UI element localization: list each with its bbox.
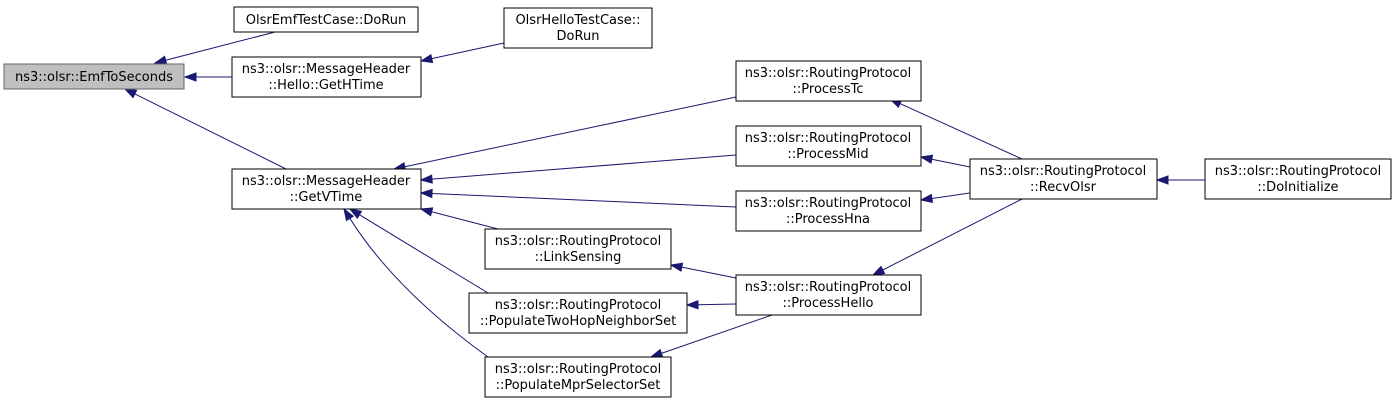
edge-line — [882, 198, 1023, 271]
edge-process-hello-to-populate-two-hop — [685, 300, 737, 310]
node-label-line-2: ::PopulateMprSelectorSet — [496, 378, 661, 393]
node-label: ns3::olsr::EmfToSeconds — [15, 70, 173, 85]
edge-populate-two-hop-to-get-vtime — [348, 208, 489, 294]
node-label-line-2: ::ProcessHna — [786, 212, 870, 227]
node-label-line-1: ns3::olsr::RoutingProtocol — [495, 362, 662, 377]
arrowhead — [419, 174, 433, 184]
edge-recv-olsr-to-process-mid — [919, 154, 971, 168]
edge-process-hello-to-link-sensing — [669, 262, 737, 279]
node-label: OlsrEmfTestCase::DoRun — [246, 13, 406, 28]
node-process-tc[interactable]: ns3::olsr::RoutingProtocol ::ProcessTc — [735, 60, 922, 102]
edge-get-vtime-to-emf-to-seconds — [123, 88, 287, 170]
node-do-initialize[interactable]: ns3::olsr::RoutingProtocol ::DoInitializ… — [1204, 158, 1392, 200]
edge-process-hna-to-get-vtime — [419, 188, 737, 208]
node-label-line-1: ns3::olsr::MessageHeader — [242, 62, 411, 77]
edge-line — [661, 314, 773, 354]
arrowhead — [348, 208, 363, 220]
arrowhead — [919, 154, 934, 164]
node-label-line-2: ::GetVTime — [290, 190, 363, 205]
node-label-line-2: ::ProcessHello — [782, 296, 873, 311]
node-label-line-2: DoRun — [557, 29, 600, 44]
node-label-line-2: ::DoInitialize — [1257, 180, 1338, 195]
edge-line — [931, 192, 971, 199]
node-process-hello[interactable]: ns3::olsr::RoutingProtocol ::ProcessHell… — [735, 274, 922, 316]
edge-process-hello-to-populate-mpr-selector — [649, 314, 773, 358]
node-olsr-hello-test-case-dorun[interactable]: OlsrHelloTestCase:: DoRun — [503, 7, 653, 49]
arrowhead — [419, 207, 434, 217]
node-label-line-1: ns3::olsr::RoutingProtocol — [745, 66, 912, 81]
node-label-line-1: ns3::olsr::RoutingProtocol — [495, 298, 662, 313]
edge-line — [165, 31, 276, 61]
edge-line — [431, 154, 737, 180]
node-label-line-1: ns3::olsr::RoutingProtocol — [745, 131, 912, 146]
edge-process-mid-to-get-vtime — [419, 154, 737, 184]
node-label-line-1: ns3::olsr::RoutingProtocol — [495, 234, 662, 249]
edge-line — [349, 218, 489, 358]
node-label-line-2: ::LinkSensing — [535, 250, 622, 265]
edge-olsr-hello-test-case-dorun-to-hello-get-htime — [419, 42, 505, 64]
node-olsr-emf-test-case-dorun[interactable]: OlsrEmfTestCase::DoRun — [233, 6, 419, 33]
node-label-line-1: ns3::olsr::RoutingProtocol — [745, 280, 912, 295]
node-recv-olsr[interactable]: ns3::olsr::RoutingProtocol ::RecvOlsr — [969, 158, 1158, 200]
node-label-line-2: ::RecvOlsr — [1030, 180, 1097, 195]
node-label-line-2: ::ProcessTc — [793, 82, 864, 97]
node-link-sensing[interactable]: ns3::olsr::RoutingProtocol ::LinkSensing — [484, 228, 672, 270]
arrowhead — [343, 207, 355, 222]
node-process-hna[interactable]: ns3::olsr::RoutingProtocol ::ProcessHna — [735, 190, 922, 232]
arrowhead — [1155, 175, 1169, 185]
edge-line — [359, 214, 489, 294]
edge-line — [931, 158, 971, 168]
node-label-line-1: ns3::olsr::RoutingProtocol — [1215, 164, 1382, 179]
arrowhead — [183, 72, 197, 82]
edge-line — [899, 103, 1023, 160]
edge-layer — [123, 31, 1205, 358]
edge-line — [431, 42, 505, 60]
edge-hello-get-htime-to-emf-to-seconds — [183, 72, 232, 82]
node-label-line-1: ns3::olsr::RoutingProtocol — [745, 196, 912, 211]
node-label-line-1: OlsrHelloTestCase:: — [515, 13, 640, 28]
node-label-line-1: ns3::olsr::RoutingProtocol — [980, 164, 1147, 179]
node-populate-two-hop-neighbor-set[interactable]: ns3::olsr::RoutingProtocol ::PopulateTwo… — [468, 292, 688, 334]
edge-populate-mpr-selector-to-get-vtime — [343, 207, 489, 358]
node-emf-to-seconds[interactable]: ns3::olsr::EmfToSeconds — [3, 63, 185, 90]
edge-line — [431, 192, 737, 208]
edge-recv-olsr-to-process-hello — [871, 198, 1023, 276]
node-label-line-2: ::Hello::GetHTime — [268, 78, 383, 93]
node-populate-mpr-selector-set[interactable]: ns3::olsr::RoutingProtocol ::PopulateMpr… — [484, 356, 672, 398]
node-label-line-2: ::ProcessMid — [787, 147, 868, 162]
arrowhead — [685, 300, 699, 310]
edge-line — [404, 96, 737, 168]
edge-line — [134, 93, 287, 170]
arrowhead — [669, 262, 684, 272]
edge-do-initialize-to-recv-olsr — [1155, 175, 1205, 185]
edge-link-sensing-to-get-vtime — [419, 207, 499, 230]
arrowhead — [649, 348, 664, 358]
node-hello-get-htime[interactable]: ns3::olsr::MessageHeader ::Hello::GetHTi… — [231, 56, 422, 98]
arrowhead — [919, 193, 934, 204]
arrowhead — [871, 265, 886, 276]
node-get-vtime[interactable]: ns3::olsr::MessageHeader ::GetVTime — [231, 168, 422, 210]
arrowhead — [153, 55, 168, 65]
arrowhead — [419, 188, 433, 199]
edge-line — [697, 303, 737, 306]
arrowhead — [419, 53, 434, 64]
edge-line — [681, 266, 737, 279]
edge-recv-olsr-to-process-hna — [919, 192, 971, 204]
node-process-mid[interactable]: ns3::olsr::RoutingProtocol ::ProcessMid — [735, 125, 922, 167]
edge-process-tc-to-get-vtime — [392, 96, 737, 172]
arrowhead — [123, 88, 138, 99]
node-label-line-1: ns3::olsr::MessageHeader — [242, 174, 411, 189]
edge-line — [431, 211, 499, 230]
node-label-line-2: ::PopulateTwoHopNeighborSet — [480, 314, 676, 329]
